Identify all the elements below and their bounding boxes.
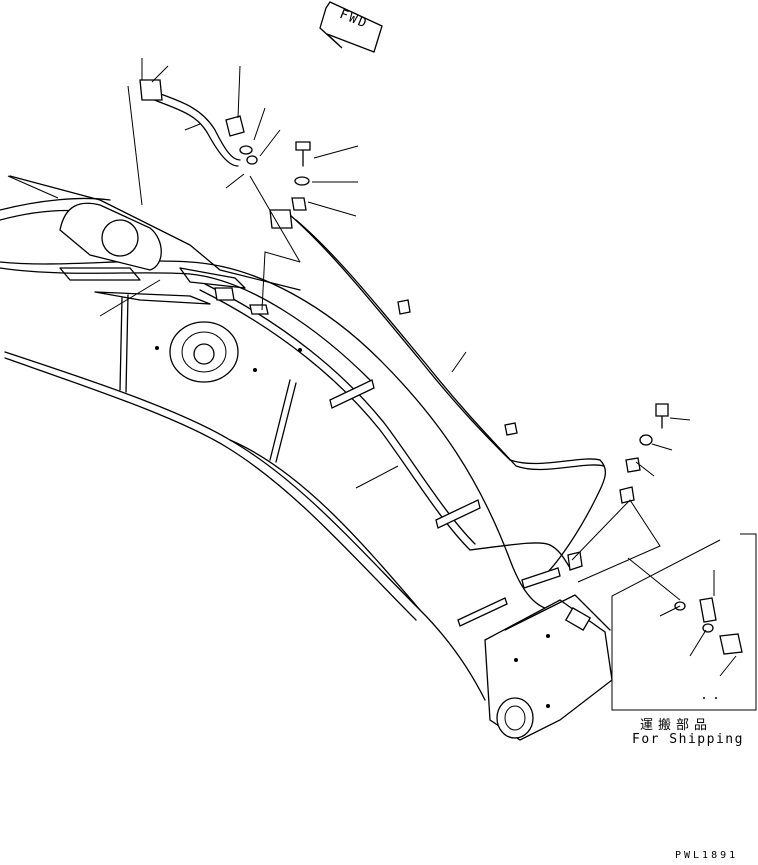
fwd-arrow-icon [319, 1, 383, 53]
boom-outline [0, 260, 613, 741]
foot-pin [169, 321, 239, 383]
shipping-inset-frame [611, 533, 757, 711]
shipping-label-en: For Shipping [632, 732, 744, 747]
drawing-code: PWL1891 [675, 850, 739, 861]
upper-bracket [0, 175, 301, 305]
shipping-label-jp: 運搬部品 [640, 718, 713, 733]
fasteners [155, 115, 743, 708]
pipe-clamps [139, 79, 635, 627]
pipe-lines [149, 89, 607, 576]
leader-lines [7, 58, 737, 677]
